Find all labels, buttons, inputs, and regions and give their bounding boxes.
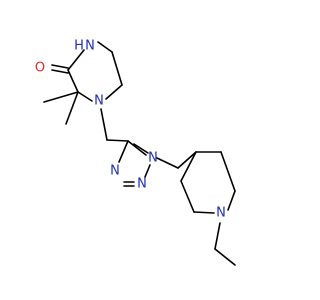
atom-hydrogen-amide: H	[74, 39, 84, 54]
bond-n-amine-linker	[100, 108, 108, 141]
atom-labels: O N H N N N N N	[35, 39, 226, 221]
atom-oxygen: O	[35, 61, 45, 76]
bond-c-n-amide	[67, 49, 85, 71]
bonds	[43, 41, 236, 266]
bond-triazole-c4-c5-double	[133, 143, 149, 154]
atom-nitrogen-triazole-3: N	[110, 164, 120, 179]
bond-triazole-c5-n1	[118, 140, 129, 163]
atom-nitrogen-amide: N	[85, 39, 95, 54]
bond-triazole-n2-n1	[144, 164, 151, 178]
molecule-structure-diagram: O N H N N N N N	[35, 39, 236, 266]
bond-c-o-2	[51, 69, 69, 74]
bond-triazole-n1-ch2	[156, 157, 179, 169]
atom-nitrogen-triazole-2: N	[137, 177, 147, 192]
atom-nitrogen-amine: N	[94, 94, 104, 109]
bond-c-o-1	[51, 64, 69, 69]
bond-pip-c5-c4	[180, 151, 197, 182]
bond-ch2-piperidine	[177, 151, 197, 169]
bond-cquat-c	[67, 69, 79, 93]
bond-pip-n-c6	[193, 211, 215, 214]
bond-n-ethyl-ch2	[214, 222, 221, 250]
bond-ch2-ch2	[111, 51, 123, 86]
bond-n-amine-cquat	[77, 91, 93, 102]
atom-nitrogen-triazole-1: N	[148, 151, 158, 166]
bond-pip-c3-c2	[220, 151, 236, 192]
atom-nitrogen-piperidine: N	[216, 206, 226, 221]
bond-cquat-methyl-1	[43, 91, 79, 103]
bond-pip-c6-c5	[180, 180, 195, 213]
bond-ch2-n-amine	[105, 84, 123, 100]
bond-triazole-c4-c5	[127, 140, 147, 156]
bond-cquat-methyl-2	[65, 91, 79, 125]
bond-ethyl-ch2-ch3	[214, 248, 236, 266]
bond-linker-triazole	[106, 139, 129, 142]
bond-n-amide-ch2	[97, 41, 113, 53]
bond-pip-c2-n	[227, 190, 236, 211]
